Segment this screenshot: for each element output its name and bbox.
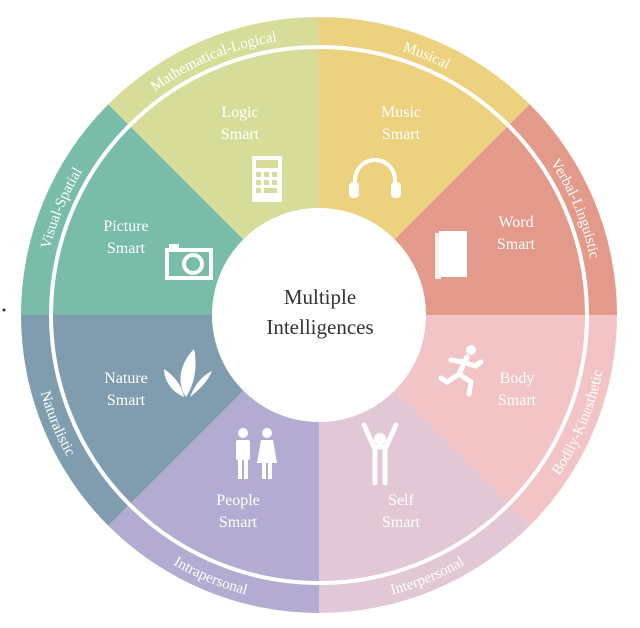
runner-icon xyxy=(438,345,484,397)
center-circle xyxy=(212,208,426,422)
leaves-icon xyxy=(164,349,212,397)
smart-label-line2-picture: Smart xyxy=(107,240,146,257)
stray-dot xyxy=(2,308,6,312)
camera-icon xyxy=(165,244,213,280)
smart-label-line1-picture: Picture xyxy=(103,218,148,235)
smart-label-line2-logic: Smart xyxy=(221,126,260,143)
smart-label-line1-logic: Logic xyxy=(221,104,258,121)
smart-label-line1-music: Music xyxy=(381,104,421,121)
book-icon xyxy=(435,231,467,279)
couple-icon xyxy=(236,428,277,479)
calculator-icon xyxy=(252,156,282,202)
smart-label-line2-word: Smart xyxy=(497,236,536,253)
center-title-line1: Multiple xyxy=(284,285,356,309)
smart-label-line2-people: Smart xyxy=(219,514,258,531)
smart-label-line2-music: Smart xyxy=(382,126,421,143)
inner-ring-divider xyxy=(49,45,589,585)
person-arms-up-icon xyxy=(361,422,399,486)
smart-label-line1-word: Word xyxy=(498,214,533,231)
smart-label-line2-body: Smart xyxy=(498,392,537,409)
smart-label-line2-nature: Smart xyxy=(107,392,146,409)
smart-label-line2-self: Smart xyxy=(382,514,421,531)
smart-label-line1-nature: Nature xyxy=(104,370,148,387)
smart-label-line1-people: People xyxy=(216,492,260,509)
smart-label-line1-self: Self xyxy=(388,492,414,509)
smart-label-line1-body: Body xyxy=(500,370,535,387)
center-title-line2: Intelligences xyxy=(266,315,373,339)
headphones-icon xyxy=(349,158,401,198)
